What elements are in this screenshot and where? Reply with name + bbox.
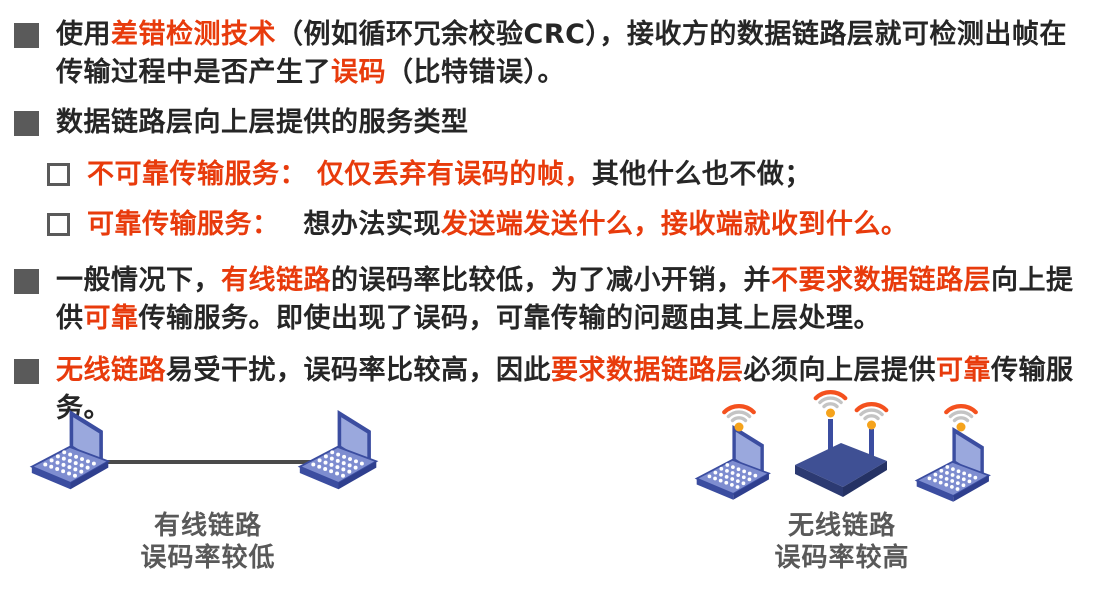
wired-link-diagram: [30, 409, 378, 491]
bullet-text: 可靠传输服务： 想办法实现发送端发送什么，接收端就收到什么。: [87, 206, 1086, 244]
caption-line: 有线链路: [153, 511, 262, 541]
text-segment: （例如循环冗余校验CRC），接收方的数据链路层就可检测出帧在传输过程中是否产生了: [56, 19, 1067, 88]
wifi-signal-icon: [946, 406, 976, 431]
hollow-square-bullet-icon: [47, 213, 70, 236]
wifi-signal-icon: [816, 392, 846, 417]
wireless-link-diagram: [695, 383, 990, 503]
wireless-link-caption: 无线链路 误码率较高: [682, 510, 1002, 574]
laptop-icon: [298, 409, 378, 491]
text-segment: 有线链路: [221, 265, 331, 296]
hollow-square-bullet-icon: [47, 163, 70, 186]
bullet-text: 一般情况下，有线链路的误码率比较低，为了减小开销，并不要求数据链路层向上提供可靠…: [56, 262, 1086, 338]
text-segment: 不可靠传输服务：: [87, 159, 307, 190]
text-segment: 使用: [56, 19, 111, 50]
text-segment: 不要求数据链路层: [771, 265, 991, 296]
router-icon: [795, 419, 887, 497]
text-segment: （比特错误）。: [386, 57, 565, 88]
text-segment: 的误码率比较低，为了减小开销，并: [331, 265, 771, 296]
wifi-signal-icon: [724, 406, 754, 431]
text-segment: 仅仅丢弃有误码的帧，: [316, 159, 592, 190]
bullet-list: 使用差错检测技术（例如循环冗余校验CRC），接收方的数据链路层就可检测出帧在传输…: [14, 16, 1086, 428]
laptop-icon: [915, 426, 990, 503]
laptop-icon: [695, 424, 770, 501]
text-segment: 数据链路层向上层提供的服务类型: [56, 107, 469, 138]
text-segment: 其他什么也不做；: [591, 159, 812, 190]
sub-bullet-row: 可靠传输服务： 想办法实现发送端发送什么，接收端就收到什么。: [47, 206, 1086, 244]
text-segment: 想办法实现: [266, 209, 441, 240]
bullet-text: 不可靠传输服务： 仅仅丢弃有误码的帧，其他什么也不做；: [87, 156, 1086, 194]
bullet-row: 一般情况下，有线链路的误码率比较低，为了减小开销，并不要求数据链路层向上提供可靠…: [14, 262, 1086, 338]
filled-square-bullet-icon: [14, 23, 39, 48]
text-segment: 可靠: [83, 303, 139, 334]
wired-link-caption: 有线链路 误码率较低: [48, 510, 368, 574]
text-segment: 一般情况下，: [56, 265, 221, 296]
bullet-row: 使用差错检测技术（例如循环冗余校验CRC），接收方的数据链路层就可检测出帧在传输…: [14, 16, 1086, 92]
text-segment: 要求数据链路层: [551, 355, 744, 386]
sub-bullet-row: 不可靠传输服务： 仅仅丢弃有误码的帧，其他什么也不做；: [47, 156, 1086, 194]
bullet-text: 无线链路易受干扰，误码率比较高，因此要求数据链路层必须向上层提供可靠传输服务。: [56, 352, 1086, 428]
wifi-signal-icon: [857, 404, 887, 429]
text-segment: 向上提供: [56, 265, 1074, 334]
bullet-row: 数据链路层向上层提供的服务类型: [14, 104, 1086, 142]
caption-line: 误码率较低: [140, 543, 276, 573]
filled-square-bullet-icon: [14, 269, 39, 294]
text-segment: 可靠: [936, 355, 991, 386]
caption-line: 无线链路: [787, 511, 896, 541]
text-segment: 可靠传输服务：: [87, 209, 266, 240]
bullet-text: 使用差错检测技术（例如循环冗余校验CRC），接收方的数据链路层就可检测出帧在传输…: [56, 16, 1086, 92]
bullet-row: 无线链路易受干扰，误码率比较高，因此要求数据链路层必须向上层提供可靠传输服务。: [14, 352, 1086, 428]
text-segment: 传输服务。即使出现了误码，可靠传输的问题由其上层处理。: [138, 303, 881, 334]
laptop-icon: [30, 409, 110, 491]
caption-line: 误码率较高: [774, 543, 910, 573]
text-segment: 无线链路: [56, 355, 166, 386]
text-segment: 必须向上层提供: [743, 355, 936, 386]
text-segment: 发送端发送什么，接收端就收到什么。: [440, 209, 909, 240]
text-segment: 误码: [331, 57, 386, 88]
text-segment: 差错检测技术: [111, 19, 276, 50]
filled-square-bullet-icon: [14, 359, 39, 384]
filled-square-bullet-icon: [14, 111, 39, 136]
bullet-text: 数据链路层向上层提供的服务类型: [56, 104, 1086, 142]
text-segment: 易受干扰，误码率比较高，因此: [166, 355, 551, 386]
